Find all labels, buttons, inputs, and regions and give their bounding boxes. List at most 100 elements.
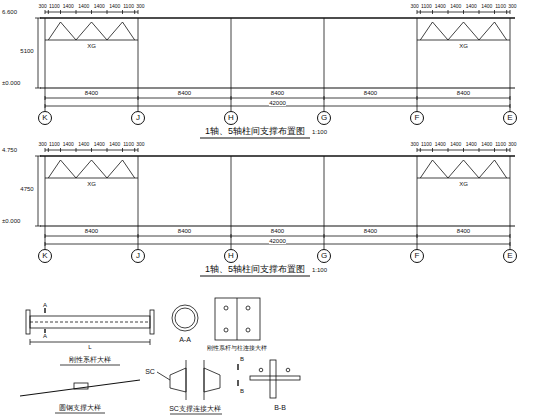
- axis-bubble: F: [410, 249, 424, 263]
- dimension-tick: [231, 96, 232, 100]
- drawing-label: 1400: [481, 4, 492, 9]
- dimension-tick: [91, 148, 92, 152]
- drawing-label: 1400: [94, 142, 105, 147]
- axis-letter: K: [42, 252, 47, 260]
- drawing-label: 1100: [49, 142, 60, 147]
- axis-letter: J: [136, 252, 140, 260]
- drawing-label: 42000: [269, 238, 286, 244]
- dimension-tick: [60, 148, 61, 152]
- drawing-label: 300: [136, 4, 144, 9]
- drawing-label: XG: [459, 181, 468, 187]
- drawing-label: 刚性系杆大样: [69, 356, 111, 363]
- axis-letter: H: [228, 114, 234, 122]
- axis-bubble: J: [131, 111, 145, 125]
- drawing-label: 1100: [123, 142, 134, 147]
- dimension-tick: [48, 10, 49, 14]
- axis-letter: G: [321, 252, 327, 260]
- drawing-label: 1400: [78, 4, 89, 9]
- dimension-tick: [231, 234, 232, 238]
- drawing-label: 6.600: [2, 9, 17, 15]
- drawing-label: 1400: [94, 4, 105, 9]
- dimension-tick: [122, 148, 123, 152]
- drawing-label: 300: [136, 142, 144, 147]
- dimension-tick: [417, 10, 418, 14]
- drawing-label: B: [240, 388, 244, 394]
- drawing-label: 1400: [78, 142, 89, 147]
- drawing-label: B: [240, 356, 244, 362]
- drawing-label: 圆钢支撑大样: [59, 404, 101, 411]
- dimension-tick: [134, 10, 135, 14]
- dimension-tick: [432, 148, 433, 152]
- dimension-tick: [510, 242, 511, 246]
- drawing-label: ±0.000: [2, 218, 20, 224]
- dimension-tick: [324, 234, 325, 238]
- drawing-label: 刚性系杆与柱连接大样: [207, 345, 267, 351]
- dimension-tick: [76, 148, 77, 152]
- dimension-tick: [138, 10, 139, 14]
- drawing-label: 8400: [457, 90, 470, 96]
- dimension-tick: [510, 96, 511, 100]
- dimension-tick: [420, 148, 421, 152]
- axis-letter: F: [415, 114, 420, 122]
- drawing-label: 1400: [450, 142, 461, 147]
- dimension-tick: [417, 234, 418, 238]
- drawing-label: 1400: [63, 142, 74, 147]
- drawing-label: 8400: [271, 90, 284, 96]
- drawing-label: 300: [508, 142, 516, 147]
- dimension-tick: [91, 10, 92, 14]
- dimension-tick: [45, 148, 46, 152]
- drawing-label: 8400: [271, 228, 284, 234]
- dimension-tick: [479, 10, 480, 14]
- dimension-tick: [420, 10, 421, 14]
- dimension-tick: [510, 148, 511, 152]
- drawing-label: XG: [87, 181, 96, 187]
- axis-letter: J: [136, 114, 140, 122]
- axis-bubble: F: [410, 111, 424, 125]
- dimension-tick: [138, 96, 139, 100]
- drawing-label: A: [43, 333, 47, 339]
- dimension-tick: [506, 148, 507, 152]
- drawing-label: 1100: [123, 4, 134, 9]
- dimension-tick: [417, 96, 418, 100]
- drawing-label: 8400: [85, 228, 98, 234]
- drawing-label: 1400: [450, 4, 461, 9]
- axis-bubble: G: [317, 249, 331, 263]
- axis-bubble: E: [503, 249, 517, 263]
- drawing-label: B-B: [274, 404, 286, 411]
- axis-bubble: H: [224, 249, 238, 263]
- dimension-tick: [448, 10, 449, 14]
- drawing-label: 1400: [109, 142, 120, 147]
- drawing-label: 8400: [457, 228, 470, 234]
- dimension-tick: [45, 104, 46, 108]
- drawing-label: 300: [508, 4, 516, 9]
- axis-bubble: K: [38, 111, 52, 125]
- dimension-tick: [138, 234, 139, 238]
- drawing-label: 8400: [364, 228, 377, 234]
- drawing-label: 1:100: [312, 129, 327, 135]
- drawing-label: 1400: [466, 4, 477, 9]
- dimension-tick: [45, 96, 46, 100]
- drawing-label: 1轴、5轴柱间支撑布置图: [205, 127, 305, 136]
- drawing-label: XG: [459, 43, 468, 49]
- dimension-tick: [76, 10, 77, 14]
- drawing-label: 1400: [481, 142, 492, 147]
- drawing-label: 4.750: [2, 147, 17, 153]
- dimension-tick: [45, 234, 46, 238]
- drawing-label: 1400: [466, 142, 477, 147]
- dimension-tick: [448, 148, 449, 152]
- drawing-label: L: [88, 344, 91, 350]
- drawing-label: 300: [38, 142, 46, 147]
- drawing-label: 1400: [435, 4, 446, 9]
- drawing-label: 1轴、5轴柱间支撑布置图: [205, 265, 305, 274]
- axis-bubble: H: [224, 111, 238, 125]
- axis-bubble: G: [317, 111, 331, 125]
- axis-letter: H: [228, 252, 234, 260]
- drawing-label: 1100: [495, 142, 506, 147]
- dimension-tick: [432, 10, 433, 14]
- dimension-tick: [48, 148, 49, 152]
- drawing-label: 8400: [178, 90, 191, 96]
- dimension-tick: [45, 10, 46, 14]
- drawing-label: 5100: [20, 48, 33, 54]
- drawing-label: 300: [410, 142, 418, 147]
- dimension-tick: [494, 148, 495, 152]
